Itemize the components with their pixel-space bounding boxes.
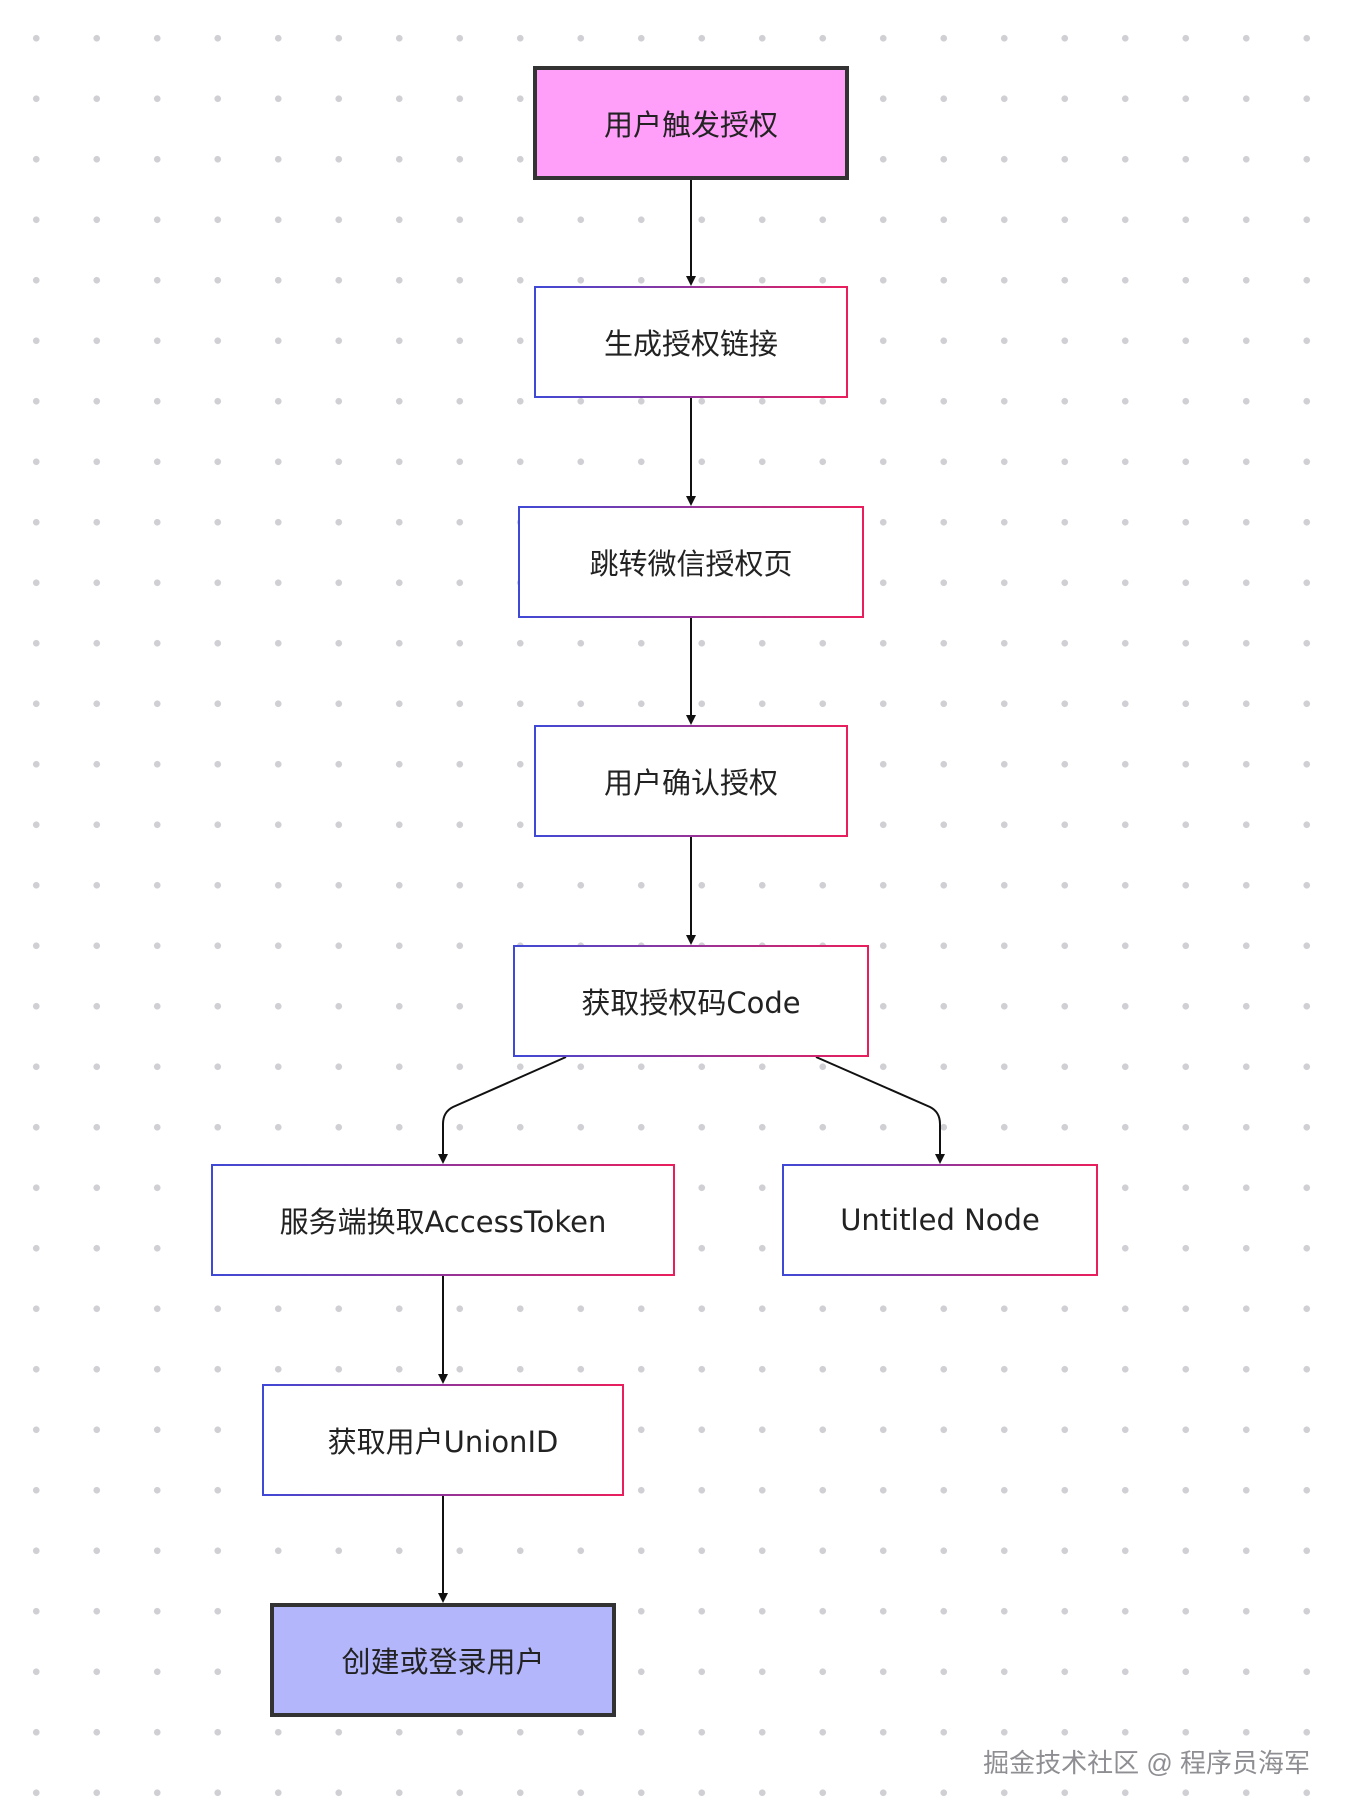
node-user-confirm-auth[interactable]: 用户确认授权	[534, 725, 848, 837]
node-get-user-unionid[interactable]: 获取用户UnionID	[262, 1384, 624, 1496]
node-redirect-wechat-auth-page[interactable]: 跳转微信授权页	[518, 506, 864, 618]
node-get-auth-code[interactable]: 获取授权码Code	[513, 945, 869, 1057]
node-label: 用户触发授权	[603, 108, 778, 142]
edge-n5-n7	[815, 1056, 945, 1164]
node-server-exchange-access-token[interactable]: 服务端换取AccessToken	[211, 1164, 675, 1276]
node-untitled[interactable]: Untitled Node	[782, 1164, 1098, 1276]
edge-n5-n6	[438, 1056, 567, 1164]
watermark: 掘金技术社区 @ 程序员海军	[983, 1748, 1310, 1778]
node-label: 获取用户UnionID	[327, 1425, 559, 1459]
node-create-or-login-user[interactable]: 创建或登录用户	[270, 1603, 616, 1717]
node-label: 获取授权码Code	[581, 986, 801, 1020]
node-user-trigger-auth[interactable]: 用户触发授权	[533, 66, 849, 180]
node-generate-auth-link[interactable]: 生成授权链接	[534, 286, 848, 398]
node-label: 跳转微信授权页	[589, 547, 793, 581]
node-label: Untitled Node	[840, 1203, 1040, 1237]
node-label: 生成授权链接	[603, 327, 778, 361]
node-label: 用户确认授权	[603, 766, 778, 800]
node-label: 创建或登录用户	[341, 1645, 545, 1679]
node-label: 服务端换取AccessToken	[279, 1205, 607, 1239]
